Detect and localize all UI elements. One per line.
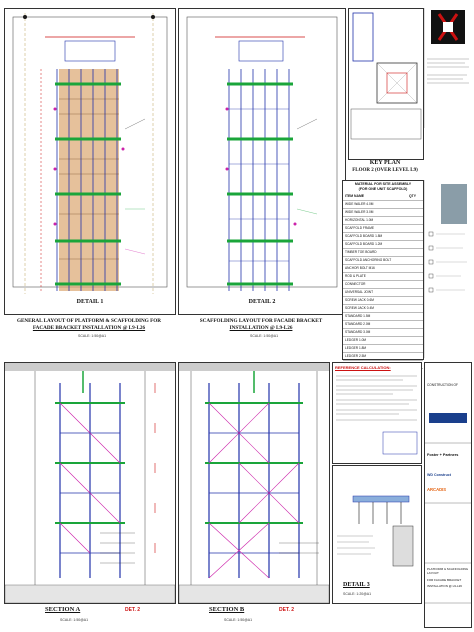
material-row-name: STANDARD 2.0M: [345, 322, 371, 326]
material-col-item: ITEM NAME: [345, 194, 365, 198]
logo-foster-partners: Foster + Partners: [427, 453, 459, 457]
detail2-scale: SCALE: 1:50@A1: [250, 334, 279, 338]
material-row: TIMBER TOE BOARD: [343, 248, 423, 256]
material-row: ROD & PLATE: [343, 272, 423, 280]
material-row-name: CONNECTOR: [345, 282, 366, 286]
material-table: MATERIAL FOR SITE ASSEMBLY (FOR ONE UNIT…: [342, 180, 424, 374]
detail3-panel: DETAIL 3 SCALE: 1:20@A1: [332, 465, 422, 604]
section-a-drawing: [4, 363, 176, 604]
detail1-plan-drawing: [12, 13, 168, 294]
material-row: UNIVERSAL JOINT: [343, 288, 423, 296]
material-row-name: LEDGER 1.8M: [345, 346, 367, 350]
material-row: SCAFFOLD BOARD 1.2M: [343, 240, 423, 248]
material-row: WIDE WALER 4.0M: [343, 200, 423, 208]
material-row-name: STANDARD 3.0M: [345, 330, 371, 334]
logo-wd-construct: WD Construct: [427, 473, 451, 477]
title-block-grid: [425, 442, 471, 604]
material-row-name: SCAFFOLD FRAME: [345, 226, 375, 230]
detail1-title-line1: GENERAL LAYOUT OF PLATFORM & SCAFFOLDING…: [16, 318, 162, 324]
material-table-header1: MATERIAL FOR SITE ASSEMBLY: [354, 182, 412, 186]
material-row: ANCHOR BOLT M16: [343, 264, 423, 272]
detail3-label: DETAIL 3: [343, 582, 370, 588]
reference-lines: [336, 375, 418, 455]
material-row-name: LEDGER 1.0M: [345, 338, 367, 342]
material-row-name: LEDGER 2.5M: [345, 354, 367, 358]
detail2-title-line1: SCAFFOLDING LAYOUT FOR FACADE BRACKET: [199, 318, 323, 324]
material-row: SCAFFOLD FRAME: [343, 224, 423, 232]
detail1-title-line2: FACADE BRACKET INSTALLATION @ L9-L26: [32, 325, 146, 331]
detail2-heading: DETAIL 2: [248, 299, 276, 305]
section-b-label: SECTION B: [209, 606, 245, 613]
material-row-name: WIDE WALER 3.0M: [345, 210, 374, 214]
key-plan-panel: [348, 8, 424, 160]
detail1-scale: SCALE: 1:50@A1: [78, 334, 107, 338]
material-row: LEDGER 1.0M: [343, 336, 423, 344]
material-row-name: TIMBER TOE BOARD: [345, 250, 377, 254]
section-a-ref: DET. 2: [125, 607, 141, 613]
material-row: LEDGER 1.8M: [343, 344, 423, 352]
drawing-title-3: INSTALLATION @ L9-L26: [427, 584, 462, 588]
key-plan-subtitle: FLOOR 2 (OVER LEVEL L9): [352, 168, 418, 173]
section-a-label: SECTION A: [45, 606, 81, 613]
drawing-title-2: FOR FACADE BRACKET: [427, 578, 462, 582]
key-plan-drawing: [350, 12, 422, 140]
material-row: STANDARD 2.0M: [343, 320, 423, 328]
material-row: CONNECTOR: [343, 280, 423, 288]
section-b-ref: DET. 2: [279, 607, 295, 613]
material-row-name: SCAFFOLD ANCHORING BOLT: [345, 258, 392, 262]
material-row-name: SCAFFOLD BOARD 1.2M: [345, 242, 383, 246]
material-row: STANDARD 3.0M: [343, 328, 423, 336]
logo-arcadis: ARCADIS: [427, 487, 447, 492]
detail2-title-line2: INSTALLATION @ L9-L26: [229, 325, 293, 331]
reference-panel: REFERENCE CALCULATION:: [332, 362, 422, 464]
section-b-panel: SECTION B DET. 2 SCALE: 1:50@A1: [178, 362, 330, 622]
material-col-qty: QTY: [409, 194, 416, 198]
material-row-name: SCREW JACK 0.4M: [345, 306, 374, 310]
material-row-name: STANDARD 1.5M: [345, 314, 371, 318]
legend-area: [424, 180, 471, 358]
section-b-scale: SCALE: 1:50@A1: [224, 618, 253, 622]
legend-symbols: [428, 184, 467, 293]
detail1-heading: DETAIL 1: [76, 299, 104, 305]
detail1-panel: DETAIL 1: [4, 8, 176, 315]
material-row-name: HORIZONTAL 1.0M: [345, 218, 374, 222]
material-row-name: ROD & PLATE: [345, 274, 366, 278]
material-row: SCAFFOLD BOARD 1.8M: [343, 232, 423, 240]
material-row: SCAFFOLD ANCHORING BOLT: [343, 256, 423, 264]
material-table-header2: (FOR ONE UNIT SCAFFOLD): [358, 187, 408, 191]
material-row-name: WIDE WALER 4.0M: [345, 202, 374, 206]
title-block-project: CONSTRUCTION OF: [427, 383, 458, 387]
compass-icon: [431, 10, 465, 44]
detail3-scale: SCALE: 1:20@A1: [343, 592, 372, 596]
drawing-title-1: PLATFORM & SCAFFOLDING LAYOUT: [427, 567, 469, 575]
section-b-drawing: [178, 363, 330, 604]
notes-lines: [427, 58, 469, 84]
material-row: SCREW JACK 0.6M: [343, 296, 423, 304]
title-block: CONSTRUCTION OF Foster + Partners WD Con…: [424, 362, 472, 628]
material-row: WIDE WALER 3.0M: [343, 208, 423, 216]
detail2-plan-drawing: [186, 16, 338, 291]
material-row: STANDARD 1.5M: [343, 312, 423, 320]
material-row-name: ANCHOR BOLT M16: [345, 266, 375, 270]
material-row-name: SCREW JACK 0.6M: [345, 298, 374, 302]
detail3-drawing: [337, 495, 414, 567]
material-row-name: SCAFFOLD BOARD 1.8M: [345, 234, 383, 238]
detail2-panel: DETAIL 2: [178, 8, 346, 315]
material-row: SCREW JACK 0.4M: [343, 304, 423, 312]
material-row-name: UNIVERSAL JOINT: [345, 290, 374, 294]
material-rows: WIDE WALER 4.0M WIDE WALER 3.0M HORIZONTAL…: [343, 200, 423, 376]
section-a-panel: SECTION A DET. 2 SCALE: 1:50@A1: [4, 362, 176, 622]
section-a-scale: SCALE: 1:50@A1: [60, 618, 89, 622]
material-row: LEDGER 2.5M: [343, 352, 423, 360]
client-logo: [429, 413, 467, 423]
material-row: HORIZONTAL 1.0M: [343, 216, 423, 224]
notes-area: [424, 8, 471, 128]
reference-title: REFERENCE CALCULATION:: [335, 365, 391, 370]
key-plan-title: KEY PLAN: [369, 160, 401, 166]
